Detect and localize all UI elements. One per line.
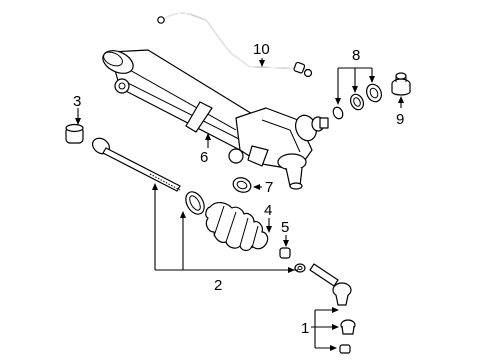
callout-4: 4 (264, 202, 272, 219)
callout-labels: 10 8 9 3 6 7 4 5 2 1 (73, 41, 404, 337)
leader-lines (75, 58, 404, 351)
callout-10: 10 (253, 41, 270, 58)
boot-clamp-part (185, 191, 205, 215)
outer-tie-rod-end-part (309, 263, 356, 354)
callout-9: 9 (396, 111, 404, 128)
rack-housing-part (102, 49, 329, 190)
callout-5: 5 (281, 219, 289, 236)
callout-3: 3 (73, 93, 81, 110)
inner-clamp-part (232, 177, 252, 193)
callout-6: 6 (200, 149, 208, 166)
seal-rings-part (332, 83, 382, 120)
pressure-line-part (157, 12, 313, 78)
cap-part (391, 72, 411, 96)
callout-8: 8 (352, 47, 360, 64)
callout-1: 1 (301, 320, 309, 337)
inner-tie-rod-part (92, 137, 181, 192)
small-clamp-part (279, 247, 291, 259)
bushing-part (65, 123, 84, 144)
jam-nut-part (294, 263, 306, 273)
callout-2: 2 (214, 277, 222, 294)
callout-7: 7 (265, 179, 273, 196)
bellows-boot-part (205, 202, 269, 252)
